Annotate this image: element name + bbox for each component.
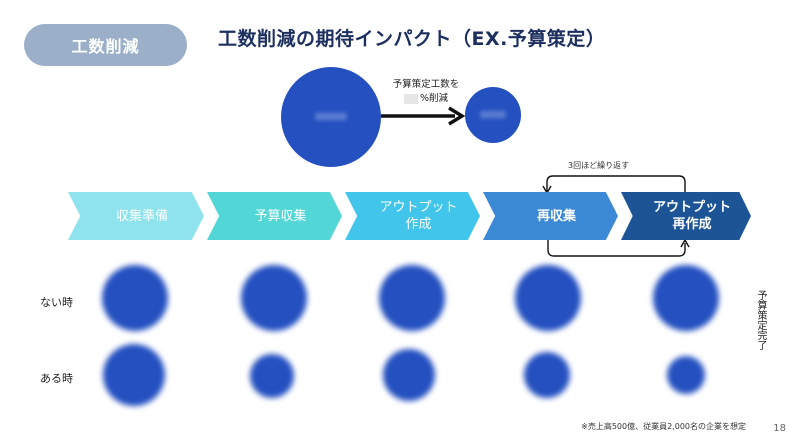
footnote: ※売上高500億、従業員2,000名の企業を想定 <box>581 422 746 431</box>
step-label-line2: 再作成 <box>672 217 712 232</box>
without-circle-step3 <box>379 265 445 331</box>
step-label: 予算収集 <box>254 208 307 224</box>
row-label-with: ある時 <box>40 372 73 385</box>
reduction-note: 予算策定工数を %削減 <box>385 78 467 106</box>
without-circle-step4 <box>515 265 581 331</box>
with-circle-step3 <box>383 349 435 401</box>
without-circle-step2 <box>241 265 307 331</box>
step-label: アウトプット <box>379 200 458 215</box>
loop-arrow-top <box>546 175 686 193</box>
step-output-creation: アウトプット作成 <box>345 192 480 240</box>
step-label-line2: 作成 <box>405 217 432 232</box>
with-circle-step4 <box>524 352 570 398</box>
with-circle-step2 <box>250 354 294 398</box>
page-number: 18 <box>773 423 786 434</box>
step-label: アウトプット <box>652 200 731 215</box>
loop-note: 3回ほど繰り返す <box>568 161 630 170</box>
step-output-recreation: アウトプット再作成 <box>621 192 751 240</box>
step-budget-collection: 予算収集 <box>207 192 342 240</box>
step-recollection: 再収集 <box>483 192 618 240</box>
loop-arrow-bottom-head <box>680 238 690 248</box>
reduction-note-line2: %削減 <box>385 92 467 106</box>
budget-complete-note: 予算策定完了 <box>755 290 766 350</box>
row-label-without: ない時 <box>40 296 73 309</box>
without-circle-step1 <box>102 265 168 331</box>
before-workload-circle: 00000 <box>281 67 381 167</box>
after-workload-value: 0000 <box>480 109 506 121</box>
loop-arrow-bottom <box>547 240 686 257</box>
redacted-value <box>403 93 418 104</box>
step-prepare-collection: 収集準備 <box>68 192 204 240</box>
without-circle-step5 <box>653 265 719 331</box>
loop-arrow-top-head <box>542 185 552 195</box>
reduction-note-suffix: %削減 <box>419 93 449 104</box>
after-workload-circle: 0000 <box>465 87 521 143</box>
with-circle-step1 <box>103 344 165 406</box>
step-label: 再収集 <box>536 208 576 224</box>
slide-title: 工数削減の期待インパクト（EX.予算策定） <box>218 28 606 50</box>
section-tag: 工数削減 <box>24 24 187 66</box>
reduction-note-line1: 予算策定工数を <box>392 79 460 90</box>
reduction-arrow-head <box>448 106 466 126</box>
before-workload-value: 00000 <box>315 111 347 123</box>
step-label: 収集準備 <box>115 208 168 224</box>
with-circle-step5 <box>667 356 705 394</box>
